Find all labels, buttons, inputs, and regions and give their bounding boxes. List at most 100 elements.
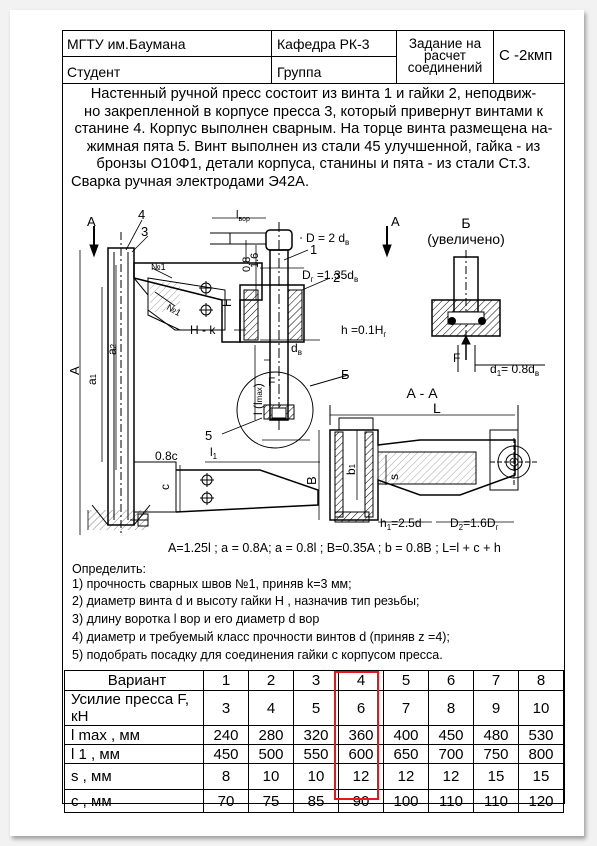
task-text-line: Сварка ручная электродами Э42А. [71,173,310,190]
table-cell: 70 [203,789,249,813]
table-cell: 15 [473,763,519,790]
leader-lines-main [125,219,331,435]
table-cell: 800 [518,744,564,764]
weld-label-1: №1 [151,262,166,272]
table-cell: 7 [473,670,519,691]
task-text-line: бронзы О10Ф1, детали корпуса, станины и … [96,156,531,173]
student-cell: Студент [62,57,272,84]
question-item: 2) диаметр винта d и высоту гайки H , на… [72,594,420,608]
section-thickness-label-s: s [387,474,401,480]
section-width-label-b: B [304,476,319,485]
question-item: 3) длину воротка l вор и его диаметр d в… [72,612,320,626]
table-cell: 5 [293,690,339,726]
task-text: Настенный ручной пресс состоит из винта … [62,86,565,192]
force-label: F [268,375,275,389]
table-cell: 450 [203,744,249,764]
section-mark-a-right [382,226,392,258]
table-cell: 100 [383,789,429,813]
table-row-label: Вариант [64,670,204,691]
table-cell: 8 [518,670,564,691]
part-label-5: 5 [205,428,212,443]
table-cell: 400 [383,725,429,745]
task-text-line: но закрепленной в корпусе пресса 3, кото… [84,103,543,120]
table-cell: 90 [338,789,384,813]
department-cell: Кафедра РК-3 [272,30,397,57]
table-cell: 10 [248,763,294,790]
part-label-3: 3 [141,224,148,239]
press-drawing: A A 4 3 1 2 5 lвор D = 2 dв Dг =1.35dв №… [67,207,545,535]
frame-stanina [88,232,151,535]
weld-height-label: H - k [190,323,216,337]
table-cell: 15 [518,763,564,790]
header-block: МГТУ им.Баумана Кафедра РК-3 Задание на … [62,30,565,84]
screw-diameter-label: dв [291,341,302,357]
table-cell: 10 [518,690,564,726]
table-cell: 320 [293,725,339,745]
height-label-a: A [67,366,82,375]
task-line-2: расчет [424,48,466,63]
section-length-label-l: L [433,400,441,416]
table-cell: 8 [203,763,249,790]
height-label-a1: a1 [85,373,99,385]
task-line-1: Задание на [408,36,482,51]
task-text-line: Настенный ручной пресс состоит из винта … [90,86,537,102]
table-cell: 4 [248,690,294,726]
table-row-label: l 1 , мм [64,744,204,764]
weld-label-1b: №1 [165,302,183,318]
screw [210,222,295,430]
offset-label-08c: 0.8c [155,449,178,463]
table-cell: 280 [248,725,294,745]
press-arm-lower [134,461,319,513]
table-cell: 5 [383,670,429,691]
shoulder-height-label: h =0.1Hг [341,323,386,339]
table-cell: 650 [383,744,429,764]
table-cell: 550 [293,744,339,764]
section-label-a: A [87,214,96,229]
section-label-a-right: A [391,214,400,229]
table-cell: 110 [473,789,519,813]
section-d2-label: D2=1.6Dг [450,516,498,532]
task-text-line: станине 4. Корпус выполнен сварным. На т… [74,121,553,138]
detail-b-force-label: F [453,351,460,365]
table-cell: 1 [203,670,249,691]
table-cell: 600 [338,744,384,764]
section-a-a-view [318,405,538,523]
table-cell: 12 [338,763,384,790]
task-text-line: жимная пята 5. Винт выполнен из стали 45… [86,138,541,155]
question-item: 4) диаметр и требуемый класс прочности в… [72,630,450,644]
table-cell: 3 [203,690,249,726]
table-cell: 500 [248,744,294,764]
task-line-3: соединений [407,60,483,75]
arm-length-label: l1 [210,445,218,461]
table-cell: 75 [248,789,294,813]
dimension-lines-main [79,217,320,535]
table-cell: 240 [203,725,249,745]
variant-highlight [334,671,379,800]
table-row-label: l max , мм [64,725,204,745]
table-row-label: c , мм [64,789,204,813]
table-cell: 450 [428,725,474,745]
stroke-length-label: l (lmax) [251,383,265,415]
question-item: 1) прочность сварных швов №1, приняв k=3… [72,577,352,591]
section-a-a-title: А - А [406,385,438,401]
section-width-label-b1: b1 [344,463,358,475]
table-cell: 12 [428,763,474,790]
table-cell: 6 [338,690,384,726]
detail-ref-b: Б [341,367,350,382]
table-cell: 480 [473,725,519,745]
collar-diameter-label: D = 2 dв [306,231,349,247]
university-cell: МГТУ им.Баумана [62,30,272,57]
table-cell: 8 [428,690,474,726]
detail-b-diameter-label: d1= 0.8dв [490,362,539,378]
questions-heading: Определить: [72,562,146,576]
chamfer-label-16: 1.6 [249,253,261,268]
detail-b-subtitle: (увеличено) [427,231,505,247]
table-cell: 85 [293,789,339,813]
table-cell: 7 [383,690,429,726]
task-cell: Задание на расчет соединений [397,30,494,84]
